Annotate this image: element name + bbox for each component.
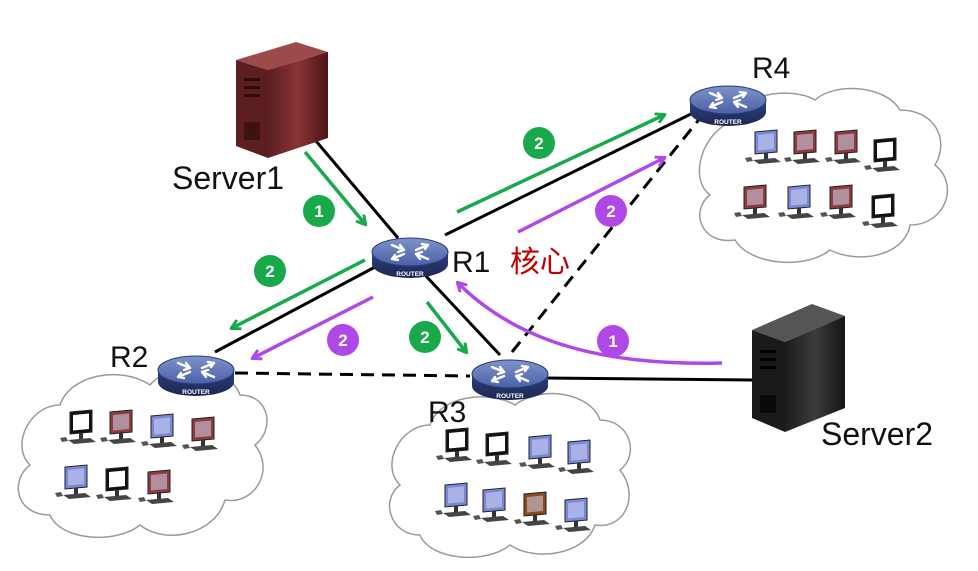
svg-text:1: 1	[608, 332, 617, 351]
pc-icon	[514, 491, 550, 526]
cloud-r3	[389, 392, 631, 558]
label-r3: R3	[428, 396, 466, 429]
svg-text:2: 2	[534, 134, 543, 153]
purple-arrow-r1-r2	[253, 295, 374, 358]
server1-icon	[236, 42, 328, 158]
pc-icon	[820, 184, 856, 219]
label-r4: R4	[752, 52, 790, 85]
router-caption: ROUTER	[396, 271, 424, 278]
badge-purple-2-r4: 2	[595, 195, 627, 227]
server2-icon	[752, 304, 845, 432]
client-pcs	[55, 129, 900, 532]
pc-icon	[182, 416, 218, 451]
pc-icon	[784, 129, 820, 164]
green-flow	[232, 115, 664, 352]
pc-icon	[436, 427, 472, 462]
svg-text:2: 2	[265, 262, 274, 281]
badge-green-2-r4: 2	[523, 127, 555, 159]
svg-text:2: 2	[606, 202, 615, 221]
pc-icon	[55, 464, 91, 499]
link-r1-r3	[423, 273, 502, 357]
pc-icon	[435, 482, 471, 517]
badge-green-1: 1	[303, 195, 335, 227]
pc-icon	[864, 137, 900, 172]
badge-purple-1: 1	[597, 325, 629, 357]
routers: ROUTER ROUTER ROUTER ROUTER	[157, 85, 767, 400]
label-server1: Server1	[172, 160, 284, 196]
pc-icon	[745, 129, 781, 164]
svg-text:1: 1	[314, 202, 323, 221]
label-server2: Server2	[821, 416, 933, 452]
link-r1-r4	[444, 110, 696, 237]
label-core: 核心	[510, 245, 570, 280]
link-r3-server2	[544, 376, 753, 382]
pc-icon	[476, 431, 512, 466]
badge-green-2-r3: 2	[409, 321, 441, 353]
pc-icon	[825, 129, 861, 164]
green-arrow-r1-r4	[456, 115, 664, 214]
router-r4-icon: ROUTER	[689, 85, 767, 126]
router-r3-icon: ROUTER	[471, 359, 549, 400]
link-r1-r2	[214, 265, 376, 354]
links	[214, 110, 753, 382]
pc-icon	[60, 409, 96, 444]
cloud-r2	[17, 368, 268, 538]
label-r1: R1	[452, 246, 490, 279]
pc-icon	[734, 184, 770, 219]
svg-text:2: 2	[420, 328, 429, 347]
purple-arrow-s2-r1	[458, 283, 723, 366]
purple-flow	[253, 158, 723, 366]
link-r2-r3-backup	[234, 371, 471, 378]
link-server1-r1	[303, 127, 400, 239]
pc-icon	[473, 487, 509, 522]
badge-purple-2-r2: 2	[327, 324, 359, 356]
pc-icon	[778, 184, 814, 219]
green-arrow-r1-r3	[425, 300, 466, 352]
router-caption: ROUTER	[496, 393, 524, 400]
green-arrow-s1-r1	[303, 150, 365, 224]
pc-icon	[555, 497, 591, 532]
router-r2-icon: ROUTER	[157, 355, 235, 396]
pc-icon	[862, 193, 898, 228]
green-arrow-r1-r2	[232, 258, 366, 328]
badge-green-2-r2: 2	[254, 255, 286, 287]
router-caption: ROUTER	[182, 389, 210, 396]
router-r1-icon: ROUTER	[371, 237, 449, 278]
label-r1-core: R1 核心	[452, 245, 570, 280]
purple-arrow-r1-r4	[517, 158, 664, 234]
pc-icon	[96, 466, 132, 501]
pc-icon	[138, 469, 174, 504]
pc-icon	[100, 409, 136, 444]
svg-text:2: 2	[338, 331, 347, 350]
pc-icon	[141, 413, 177, 448]
pc-icon	[558, 439, 594, 474]
label-r2: R2	[110, 341, 148, 374]
link-r3-r4-backup	[510, 111, 707, 353]
router-caption: ROUTER	[714, 119, 742, 126]
pc-icon	[519, 434, 555, 469]
